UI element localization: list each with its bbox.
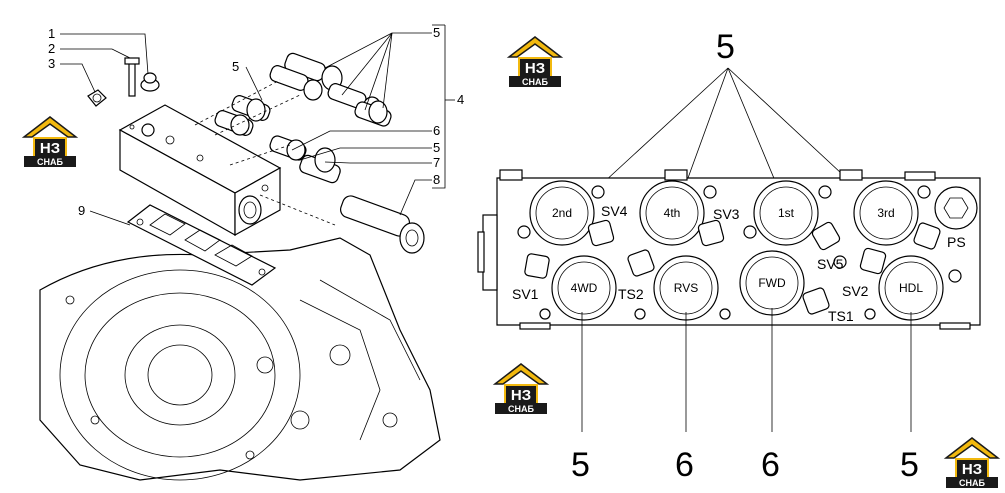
callout-8: 8 (433, 172, 440, 187)
label-sv5: SV5 (817, 256, 844, 272)
solenoid-1st: 1st (753, 180, 819, 246)
mounting-bolts (517, 185, 962, 320)
top-callout-5: 5 (716, 28, 735, 66)
solenoid-hdl: HDL (878, 255, 944, 321)
solenoid-3rd-label: 3rd (877, 206, 894, 220)
callout-3: 3 (48, 56, 55, 71)
logo-top-text: НЗ (962, 461, 982, 478)
solenoid-hdl-label: HDL (899, 281, 923, 295)
logo-bottom-text: СНАБ (959, 478, 985, 488)
plug-part (87, 89, 107, 107)
logo-bottom-text: СНАБ (508, 404, 534, 414)
solenoid-valve (269, 65, 323, 101)
logo-bottom-text: СНАБ (522, 77, 548, 87)
solenoid-valve (299, 147, 341, 184)
label-ts2: TS2 (618, 286, 644, 302)
electrical-connectors (524, 219, 941, 315)
right-valve-block-view: 5 2 (477, 28, 981, 484)
bottom-callouts: 5 6 6 5 (571, 446, 919, 484)
solenoid-2nd: 2nd (529, 180, 595, 246)
solenoid-fwd: FWD (739, 250, 805, 316)
brand-logo: НЗ СНАБ (492, 363, 550, 414)
pressure-switch (934, 186, 978, 230)
solenoid-1st-label: 1st (778, 206, 795, 220)
label-sv2: SV2 (842, 283, 869, 299)
callout-9: 9 (78, 203, 85, 218)
left-callouts: 1 2 3 5 5 4 6 5 7 8 9 (48, 25, 464, 218)
logo-top-text: НЗ (511, 387, 531, 404)
label-sv3: SV3 (713, 206, 740, 222)
solenoid-2nd-label: 2nd (552, 206, 572, 220)
sensor-labels: SV4 SV3 SV5 PS SV1 TS2 SV2 TS1 (512, 203, 966, 324)
callout-5-upper-left: 5 (232, 59, 239, 74)
bottom-callout-5-right: 5 (900, 446, 919, 484)
label-ts1: TS1 (828, 308, 854, 324)
callout-2: 2 (48, 41, 55, 56)
valve-block (118, 104, 282, 237)
solenoid-fwd-label: FWD (758, 276, 786, 290)
solenoid-rvs: RVS (653, 255, 719, 321)
logo-bottom-text: СНАБ (37, 157, 63, 167)
left-exploded-view: 1 2 3 5 5 4 6 5 7 8 9 (39, 24, 464, 481)
solenoid-valve (214, 110, 254, 136)
brand-logo: НЗ СНАБ (943, 437, 1001, 488)
solenoid-rvs-label: RVS (674, 281, 698, 295)
bottom-callout-6-left: 6 (675, 446, 694, 484)
sensor-valve (340, 195, 425, 254)
callout-6: 6 (433, 123, 440, 138)
bottom-callout-6-right: 6 (761, 446, 780, 484)
solenoid-valve (354, 100, 392, 127)
callout-4: 4 (457, 92, 464, 107)
bottom-leader-lines (581, 308, 912, 432)
label-ps: PS (947, 234, 966, 250)
solenoid-valves (214, 52, 425, 254)
brand-logo: НЗ СНАБ (506, 36, 564, 87)
bolt-part (124, 57, 140, 97)
bottom-callout-5-left: 5 (571, 446, 590, 484)
logo-top-text: НЗ (525, 60, 545, 77)
solenoid-4wd: 4WD (551, 255, 617, 321)
solenoid-3rd: 3rd (853, 180, 919, 246)
solenoid-valve (231, 95, 271, 122)
callout-5-top: 5 (433, 25, 440, 40)
solenoid-4th-label: 4th (664, 206, 681, 220)
solenoid-coils: 2nd 4th 1st 3rd 4WD (529, 180, 944, 321)
callout-7: 7 (433, 155, 440, 170)
fitting-part (140, 72, 160, 92)
logo-top-text: НЗ (40, 140, 60, 157)
leader-lines (60, 24, 455, 226)
gasket-plate (126, 204, 277, 286)
callout-5-mid: 5 (433, 140, 440, 155)
label-sv1: SV1 (512, 286, 539, 302)
solenoid-valve (269, 135, 307, 161)
guide-lines (194, 79, 336, 226)
solenoid-4th: 4th (639, 180, 705, 246)
solenoid-4wd-label: 4WD (571, 281, 598, 295)
label-sv4: SV4 (601, 203, 628, 219)
brand-logo: НЗ СНАБ (21, 116, 79, 167)
callout-1: 1 (48, 26, 55, 41)
